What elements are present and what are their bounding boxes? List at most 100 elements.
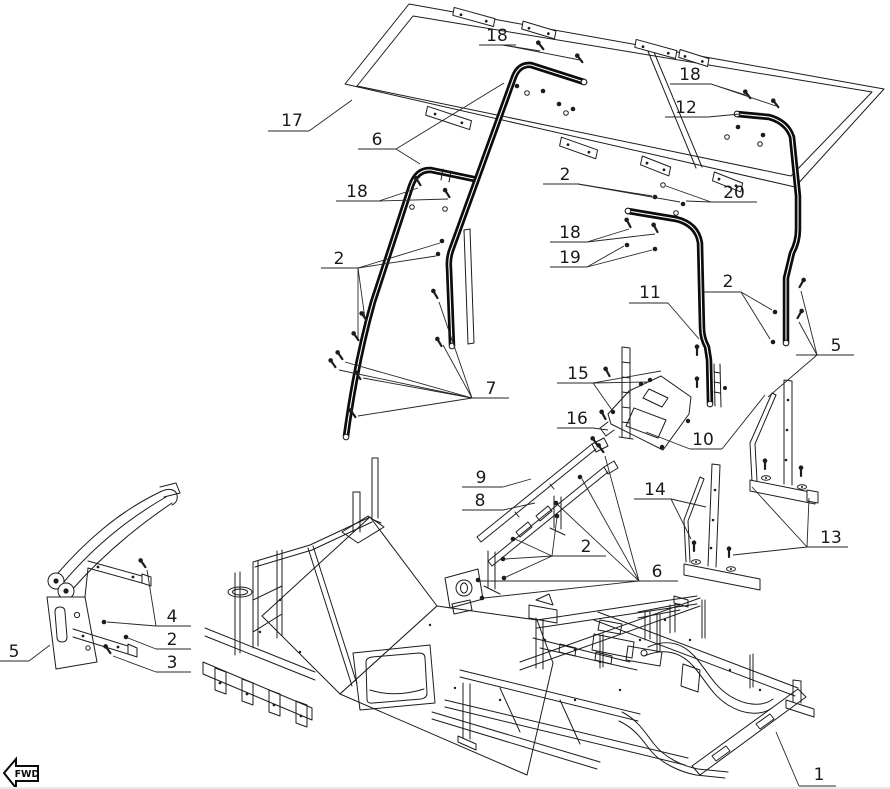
callout-leader-line: [581, 478, 640, 582]
rear-hoop-right: [733, 110, 802, 347]
callout-leader-line: [502, 502, 536, 511]
callout-leader-line: [514, 538, 553, 557]
front-bumper-assembly: [46, 482, 181, 670]
callout-leader-line: [721, 394, 766, 450]
part-number: 6: [652, 562, 663, 582]
seat-rail-upper: [476, 437, 609, 543]
part-number: 7: [486, 379, 497, 399]
callout-leader-line: [357, 267, 366, 320]
chassis-frame: [202, 491, 815, 779]
callout-leader-line: [551, 516, 558, 557]
callout-leader-line: [378, 198, 449, 202]
callout-leader-line: [483, 580, 640, 599]
part-callout-18: 18: [336, 182, 449, 202]
part-callout-2: 2: [504, 516, 606, 578]
roof-mounting-tabs: [425, 6, 744, 193]
rivet-dots: [258, 598, 762, 702]
callout-leader-line: [362, 377, 473, 399]
part-number: 18: [486, 26, 508, 46]
callout-leader-line: [751, 486, 808, 548]
callout-leader-line: [395, 82, 505, 150]
part-number: 11: [639, 283, 661, 303]
part-number: 5: [831, 336, 842, 356]
callout-leader-line: [775, 731, 800, 787]
part-number: 13: [820, 528, 842, 548]
callout-leader-line: [806, 497, 810, 548]
part-callout-15: 15: [557, 364, 662, 411]
part-callout-13: 13: [732, 486, 848, 556]
part-callout-4: 4: [106, 569, 191, 627]
part-callout-2: 2: [127, 630, 191, 650]
part-callout-18: 18: [670, 65, 777, 107]
roof-panel: [344, 3, 885, 193]
bracket-stand-left: [683, 463, 761, 591]
part-callouts: 1718618122201821819112571516101413982642…: [0, 26, 854, 787]
callout-leader-line: [586, 249, 653, 268]
part-callout-5: 5: [0, 642, 51, 662]
part-number: 3: [167, 653, 178, 673]
callout-leader-line: [586, 228, 630, 243]
part-callout-18: 18: [550, 223, 656, 243]
callout-leader-line: [665, 185, 712, 203]
part-number: 14: [644, 480, 666, 500]
part-callout-19: 19: [550, 245, 653, 268]
part-callout-20: 20: [665, 183, 757, 203]
callout-leader-line: [442, 344, 473, 399]
part-number: 17: [281, 111, 303, 131]
rear-hoop-left: [624, 207, 727, 408]
callout-leader-line: [502, 478, 532, 488]
callout-leader-line: [592, 427, 609, 431]
part-number: 6: [372, 130, 383, 150]
part-callout-10: 10: [645, 394, 766, 450]
callout-leader-line: [28, 644, 51, 662]
callout-leader-line: [505, 555, 553, 578]
part-callout-12: 12: [665, 98, 741, 118]
part-callout-11: 11: [629, 283, 700, 340]
callout-leader-line: [395, 148, 421, 165]
callout-leader-line: [577, 183, 681, 203]
callout-leader-line: [592, 370, 662, 384]
fwd-label: FWD: [15, 769, 40, 780]
callout-leader-line: [670, 498, 692, 540]
part-callout-9: 9: [462, 468, 532, 488]
bracket-stand-right: [749, 379, 819, 505]
part-number: 2: [334, 249, 345, 269]
callout-leader-line: [357, 242, 441, 269]
page-bottom-edge: [0, 787, 890, 789]
part-callout-2: 2: [321, 242, 441, 339]
part-number: 1: [814, 765, 825, 785]
callout-leader-line: [740, 291, 771, 340]
callout-leader-line: [645, 431, 691, 450]
part-number: 18: [346, 182, 368, 202]
callout-leader-line: [798, 321, 818, 356]
part-number: 18: [559, 223, 581, 243]
callout-leader-line: [586, 233, 656, 243]
part-number: 2: [560, 165, 571, 185]
callout-leader-line: [685, 200, 712, 203]
callout-leader-line: [378, 187, 419, 202]
part-number: 10: [692, 430, 714, 450]
front-cage-tube-right: [445, 61, 588, 350]
callout-leader-line: [732, 546, 808, 556]
part-number: 16: [566, 409, 588, 429]
callout-leader-line: [670, 498, 707, 508]
part-number: 12: [675, 98, 697, 118]
callout-leader-line: [308, 99, 353, 132]
callout-leader-line: [592, 381, 649, 384]
callout-leader-line: [586, 245, 625, 268]
part-number: 18: [679, 65, 701, 85]
part-number: 2: [581, 537, 592, 557]
part-callout-1: 1: [775, 731, 836, 787]
part-number: 8: [475, 491, 486, 511]
part-callout-2: 2: [704, 272, 773, 340]
callout-leader-line: [106, 621, 157, 627]
part-callout-6: 6: [480, 455, 678, 599]
callout-leader-line: [800, 290, 818, 356]
part-callout-16: 16: [557, 409, 609, 431]
part-number: 2: [723, 272, 734, 292]
fwd-arrow-icon: [2, 756, 39, 789]
callout-leader-line: [557, 504, 640, 582]
callout-leader-line: [344, 361, 473, 399]
part-callout-8: 8: [462, 491, 536, 511]
callout-leader-line: [604, 455, 640, 582]
